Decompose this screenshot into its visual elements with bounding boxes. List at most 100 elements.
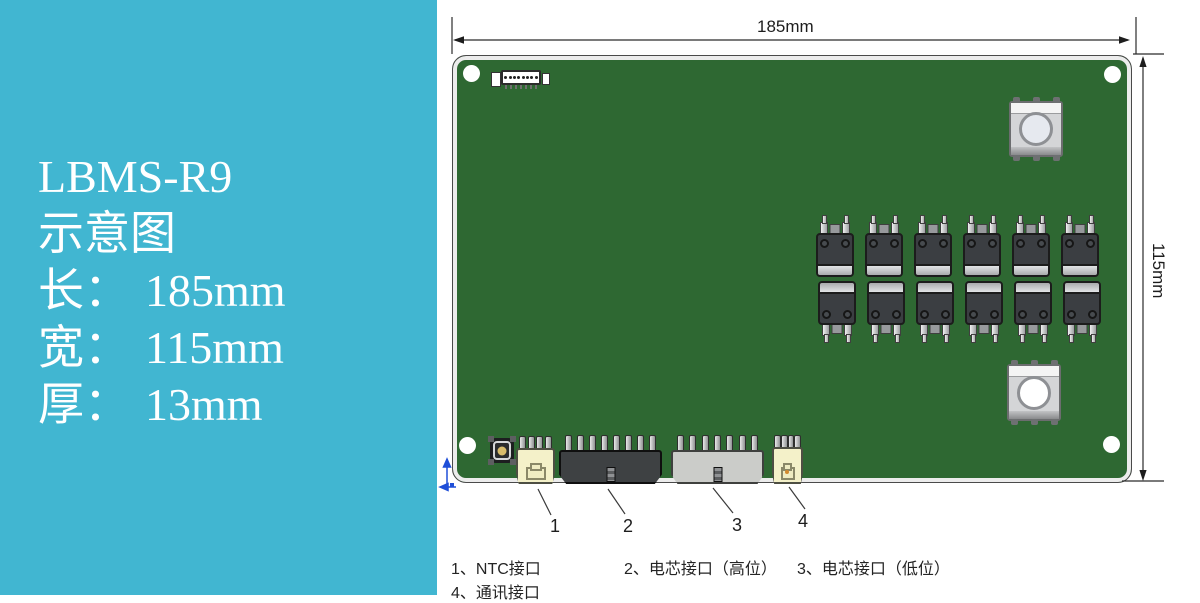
mosfet-body [865, 233, 903, 277]
dimension-height-label: 115mm [1149, 243, 1168, 299]
mosfet-body [1014, 281, 1052, 325]
product-subtitle: 示意图 [38, 208, 176, 259]
mosfet-tab [965, 264, 999, 275]
switch-leg [488, 459, 494, 465]
bracket-nub [1053, 97, 1060, 103]
bracket-nub [1031, 360, 1038, 366]
bracket-screw-hole [1017, 375, 1051, 410]
mosfet-body [816, 233, 854, 277]
mosfet-tab [818, 264, 852, 275]
spec-width: 宽： 115mm [38, 319, 286, 376]
mosfet-hole [869, 239, 878, 248]
dim-arrow-up [1139, 56, 1147, 67]
pcb-board [452, 55, 1132, 484]
bracket-band [1009, 411, 1059, 419]
mosfet-hole [1039, 310, 1048, 319]
mosfet-tab [918, 283, 952, 294]
pin-dot [534, 76, 538, 79]
mosfet-hole [941, 310, 950, 319]
pin-dot [525, 76, 529, 79]
mosfet-body [916, 281, 954, 325]
mosfet-tab [1065, 283, 1099, 294]
bracket-nub [1051, 419, 1058, 425]
mosfet-tab [820, 283, 854, 294]
bracket-band [1011, 147, 1061, 155]
bracket-nub [1011, 419, 1018, 425]
mosfet-hole [1086, 239, 1095, 248]
mosfet-hole [990, 310, 999, 319]
mosfet-tab [916, 264, 950, 275]
switch-leg [488, 436, 494, 442]
mosfet-transistor [1012, 215, 1050, 277]
mosfet-tab [1014, 264, 1048, 275]
callout-2: 2 [622, 516, 634, 536]
mosfet-hole [967, 239, 976, 248]
mosfet-body [963, 233, 1001, 277]
mosfet-tab [867, 264, 901, 275]
product-model: LBMS-R9 [38, 151, 233, 202]
mounting-hole [463, 65, 480, 82]
mosfet-transistor [818, 281, 856, 343]
spec-width-label: 宽： [38, 322, 130, 373]
bracket-nub [1013, 155, 1020, 161]
mosfet-hole [939, 239, 948, 248]
switch-leg [510, 459, 516, 465]
dim-arrow-down [1139, 470, 1147, 481]
mosfet-hole [969, 310, 978, 319]
bracket-nub [1031, 419, 1038, 425]
pin-dot [530, 76, 534, 79]
mosfet-transistor [1061, 215, 1099, 277]
mosfet-hole [1016, 239, 1025, 248]
bracket-nub [1013, 97, 1020, 103]
tactile-switch [488, 436, 516, 465]
bracket-nub [1053, 155, 1060, 161]
connector-latch [713, 467, 722, 482]
connector-cell-low [671, 435, 764, 484]
mounting-hole [1103, 436, 1120, 453]
terminal-bracket-upper [1009, 97, 1063, 161]
mosfet-body [867, 281, 905, 325]
mosfet-body [1061, 233, 1099, 277]
mosfet-body [1012, 233, 1050, 277]
mosfet-tab [1016, 283, 1050, 294]
mosfet-hole [820, 239, 829, 248]
dim-arrow-left [453, 36, 464, 44]
mosfet-transistor [816, 215, 854, 277]
mosfet-tab [967, 283, 1001, 294]
mosfet-transistor [963, 215, 1001, 277]
dimension-width-label: 185mm [757, 17, 814, 36]
spec-text-block: LBMS-R9 示意图 长： 185mm 宽： 115mm 厚： 13mm [38, 148, 286, 433]
mosfet-hole [822, 310, 831, 319]
connector-body [501, 70, 541, 85]
mosfet-hole [843, 310, 852, 319]
connector-tab [542, 73, 550, 85]
pin-dot [517, 76, 521, 79]
mounting-hole [1104, 66, 1121, 83]
terminal-bracket-lower [1007, 360, 1061, 425]
spec-length-label: 长： [38, 265, 130, 316]
mosfet-transistor [914, 215, 952, 277]
spec-thickness-label: 厚： [38, 379, 130, 430]
legend-cell-low: 3、电芯接口（低位） [797, 561, 950, 578]
mosfet-hole [1018, 310, 1027, 319]
mosfet-hole [920, 310, 929, 319]
bracket-nub [1033, 97, 1040, 103]
mosfet-body [818, 281, 856, 325]
bracket-screw-hole [1019, 112, 1053, 146]
connector-cell-high [559, 435, 662, 484]
spec-thickness-value: 13mm [145, 379, 263, 430]
connector-latch [780, 463, 795, 480]
pin-dot [508, 76, 512, 79]
callout-3: 3 [731, 515, 743, 535]
legend-cell-high: 2、电芯接口（高位） [624, 561, 777, 578]
connector-latch [606, 467, 615, 482]
callout-4: 4 [797, 511, 809, 531]
connector-latch [525, 463, 546, 480]
mosfet-body [965, 281, 1003, 325]
mosfet-transistor [867, 281, 905, 343]
mosfet-hole [892, 310, 901, 319]
mosfet-hole [871, 310, 880, 319]
bracket-nub [1033, 155, 1040, 161]
callout-leader-lines [537, 486, 806, 516]
